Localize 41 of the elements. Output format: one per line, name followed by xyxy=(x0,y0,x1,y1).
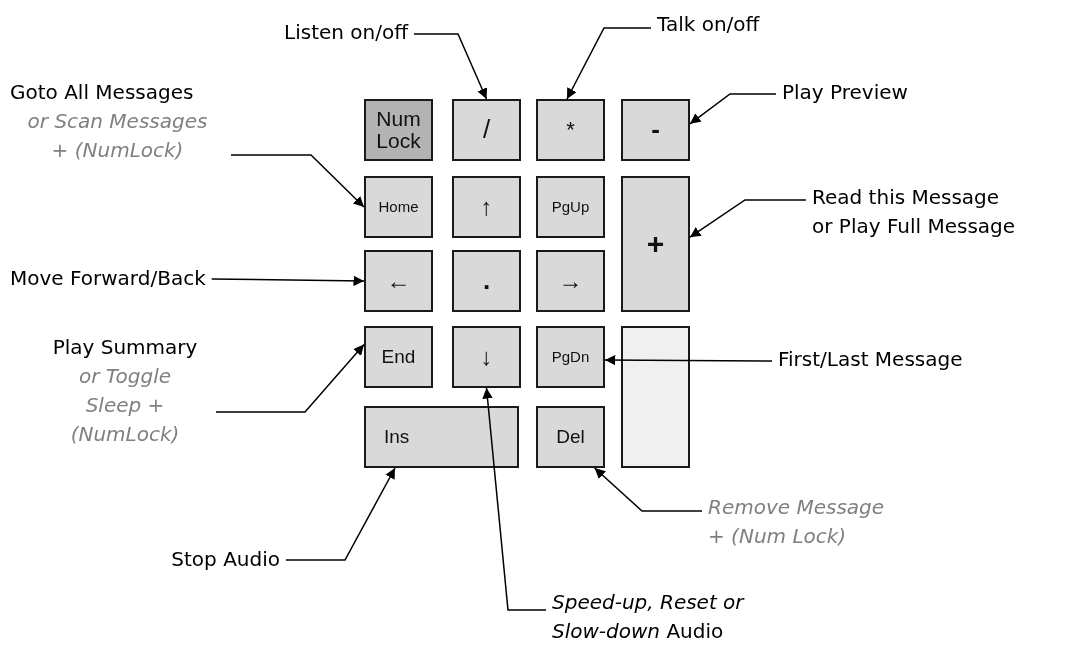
keypad-key: Home xyxy=(364,176,433,238)
keypad-key: ← xyxy=(364,250,433,312)
callout-text: Goto All Messages xyxy=(10,79,195,106)
leader-arrow xyxy=(604,354,773,366)
keypad-key: Ins xyxy=(364,406,519,468)
callout-text: First/Last Message xyxy=(778,345,963,374)
callout-text: Play Preview xyxy=(782,78,908,107)
leader-arrow xyxy=(230,154,365,208)
keypad-key: ↑ xyxy=(452,176,521,238)
keypad-key: → xyxy=(536,250,605,312)
keypad-key: PgDn xyxy=(536,326,605,388)
callout-text: Talk on/off xyxy=(657,10,760,39)
leader-arrow xyxy=(689,93,777,125)
leader-arrow xyxy=(215,343,365,413)
keypad-key: / xyxy=(452,99,521,161)
keypad-key xyxy=(621,326,690,468)
keypad-key: + xyxy=(621,176,690,312)
leader-arrow xyxy=(413,33,488,100)
leader-arrow xyxy=(285,467,396,561)
leader-arrow xyxy=(689,199,807,238)
keypad-key: - xyxy=(621,99,690,161)
keypad-key: Num Lock xyxy=(364,99,433,161)
leader-arrow xyxy=(482,387,547,611)
callout-text: Stop Audio xyxy=(171,545,280,574)
keypad-key: PgUp xyxy=(536,176,605,238)
callout-text: Remove Message + (Num Lock) xyxy=(708,493,893,551)
keypad-key: End xyxy=(364,326,433,388)
keypad-key: Del xyxy=(536,406,605,468)
callout-text: Speed-up, Reset or Slow-down Audio xyxy=(552,588,767,646)
callout-note: or Toggle Sleep + (NumLock) xyxy=(69,363,181,448)
callout-note: or Scan Messages + (NumLock) xyxy=(26,108,209,164)
callout-text: Play Summary xyxy=(51,334,199,361)
callout-text: Move Forward/Back xyxy=(10,264,206,293)
keypad-key: ↓ xyxy=(452,326,521,388)
callout-text: Listen on/off xyxy=(284,18,408,47)
callout-text: Read this Message or Play Full Message xyxy=(812,183,1024,241)
leader-arrow xyxy=(566,27,652,100)
keypad-key: . xyxy=(452,250,521,312)
leader-arrow xyxy=(210,275,365,287)
keypad-key: * xyxy=(536,99,605,161)
leader-arrow xyxy=(593,467,703,512)
